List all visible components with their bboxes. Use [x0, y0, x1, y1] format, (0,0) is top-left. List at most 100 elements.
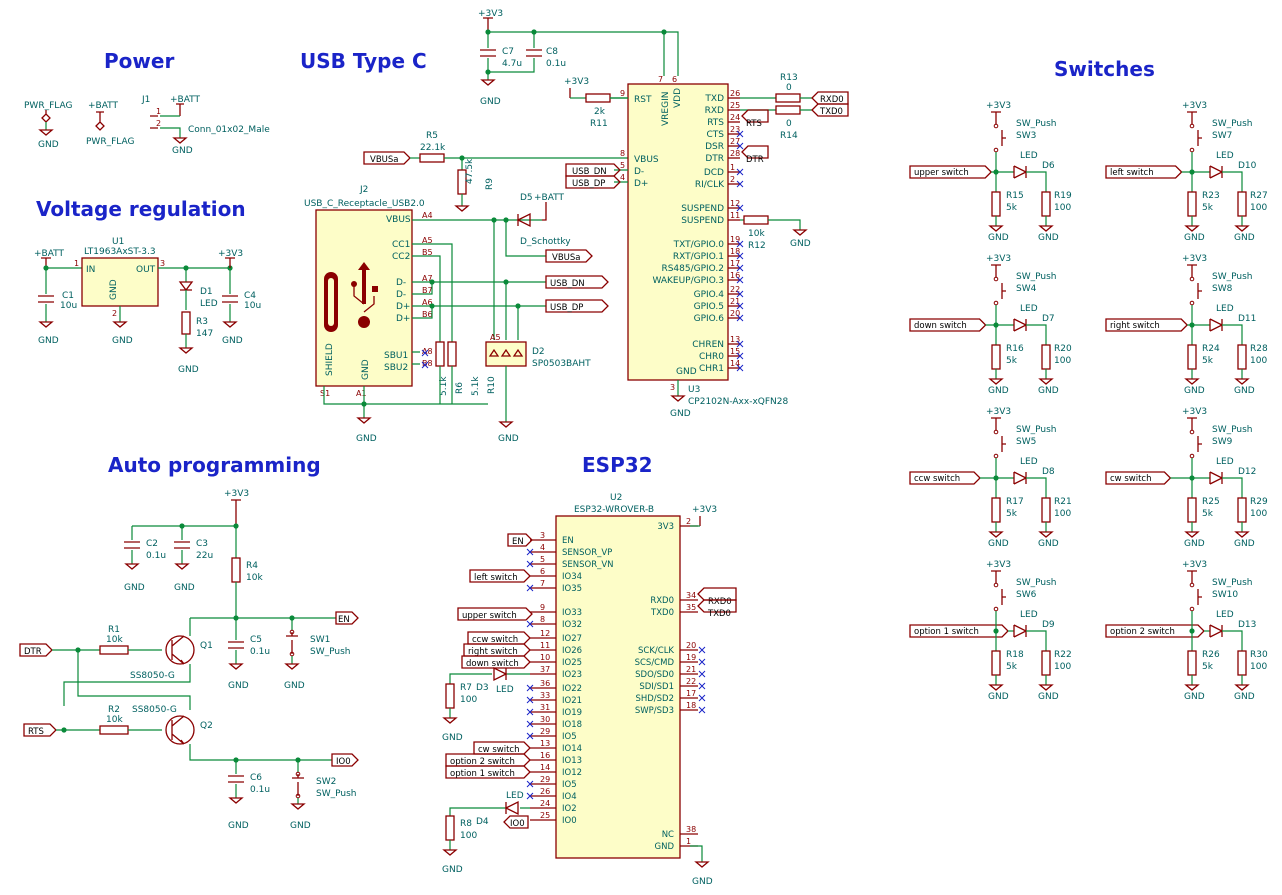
j2-pin-sbu1: SBU1 — [384, 351, 408, 361]
esp32-left-switch-label: left switch — [474, 573, 518, 583]
u1-pin-out: OUT — [136, 265, 156, 275]
u3-pin-19: CHR1 — [699, 364, 724, 374]
vbusa-label: VBUSa — [370, 155, 398, 165]
esp32-rxd0-flag — [697, 587, 737, 601]
autoprog-3v3-label: +3V3 — [224, 489, 249, 499]
dtr-label: DTR — [746, 155, 764, 165]
u3-pin-16: GPIO.6 — [694, 314, 725, 324]
r2-resistor — [99, 725, 129, 735]
switch-pulldown-ref: R18 — [1006, 650, 1024, 660]
c3-gnd-label: GND — [174, 583, 195, 593]
switch-value: SW_Push — [1212, 425, 1252, 435]
u3-usb-dn-flag — [565, 163, 621, 177]
u3-pin-num-8: 12 — [730, 199, 740, 208]
power-section: PWR_FLAG GND +BATT PWR_FLAG J1 +BATT GND… — [24, 95, 270, 156]
j1-gnd-label: GND — [172, 146, 193, 156]
c1-ref: C1 — [62, 291, 74, 301]
u1-pin-num-2: 2 — [112, 309, 117, 318]
c3-value: 22u — [196, 551, 213, 561]
j2-value: USB_C_Receptacle_USB2.0 — [304, 199, 425, 209]
switch-led-resistor — [1041, 344, 1051, 370]
j2-num-b8: B8 — [422, 359, 433, 368]
txd0-flag — [811, 103, 849, 117]
esp32-pin-num-0: 3 — [540, 531, 545, 540]
switch-led-res-ref: R28 — [1250, 344, 1268, 354]
u1-pin-gnd: GND — [109, 279, 119, 300]
switch-cell-sw10: option 2 switch+3V3SW_PushSW10LEDD13R265… — [1105, 560, 1268, 702]
u1-pin-num-1: 1 — [74, 259, 79, 268]
dtr-flag — [741, 145, 769, 159]
u3-pin-18: CHR0 — [699, 352, 724, 362]
esp32-pin-num-18: 14 — [540, 763, 550, 772]
vreg-3v3-label: +3V3 — [218, 249, 243, 259]
switch-gnd-label: GND — [1184, 233, 1205, 243]
d5-batt-label: +BATT — [534, 193, 565, 203]
c7-ref: C7 — [502, 47, 514, 57]
d2-pin-label: A5 — [490, 333, 501, 342]
vbusa-flag — [363, 151, 411, 165]
auto-programming-section: +3V3 C2 0.1u C3 22u GND GND R4 10k EN C5… — [19, 489, 359, 831]
esp32-rpin-num-4: 19 — [686, 653, 696, 662]
c2-gnd-label: GND — [124, 583, 145, 593]
switch-led-ref: D7 — [1042, 314, 1055, 324]
switch-label: upper switch — [914, 168, 969, 178]
esp32-pin-15: IO5 — [562, 732, 577, 742]
switch-3v3-label: +3V3 — [1182, 254, 1207, 264]
esp32-rpin-6: SDI/SD1 — [639, 682, 674, 692]
switch-gnd-label: GND — [1184, 539, 1205, 549]
switch-label: ccw switch — [914, 474, 960, 484]
gnd-label: GND — [38, 336, 59, 346]
switch-led-res-value: 100 — [1054, 356, 1071, 366]
vbusa-flag-2 — [545, 249, 593, 263]
switch-led-ref: D9 — [1042, 620, 1055, 630]
switch-pulldown-resistor — [1187, 497, 1197, 523]
pwr-flag-label: PWR_FLAG — [24, 101, 72, 111]
r7-resistor — [445, 683, 455, 709]
j2-pin-dp2: D+ — [396, 314, 410, 324]
switch-ref: SW9 — [1212, 437, 1233, 447]
esp32-cw-switch-flag — [473, 741, 531, 755]
switch-pulldown-resistor — [991, 650, 1001, 676]
switch-gnd-label-2: GND — [1234, 233, 1255, 243]
j1-ref: J1 — [141, 95, 150, 105]
switch-led-res-value: 100 — [1250, 356, 1267, 366]
r9-value: 47.5k — [465, 158, 475, 184]
switch-pulldown-ref: R25 — [1202, 497, 1220, 507]
sw2-gnd-label: GND — [290, 821, 311, 831]
switch-led-resistor — [1041, 191, 1051, 217]
esp32-rpin-num-0: 2 — [686, 517, 691, 526]
r2-value: 10k — [106, 715, 123, 725]
u1-pin-num-3: 3 — [160, 259, 165, 268]
esp32-pin-3: IO34 — [562, 572, 582, 582]
u3-usb-dp-label: USB_DP — [572, 179, 605, 189]
r13-value: 0 — [786, 83, 792, 93]
j2-pin-dm2: D- — [396, 290, 406, 300]
r1-resistor — [99, 645, 129, 655]
d1-value: LED — [200, 299, 218, 309]
j2-num-a4: A4 — [422, 211, 433, 220]
j2-num-b5: B5 — [422, 248, 433, 257]
esp32-pin-num-21: 24 — [540, 799, 550, 808]
esp32-pin-17: IO13 — [562, 756, 582, 766]
esp32-option2-label: option 2 switch — [450, 757, 515, 767]
j2-pin-cc2: CC2 — [392, 252, 410, 262]
esp32-rpin-num-3: 20 — [686, 641, 696, 650]
d5-ref: D5 — [520, 193, 533, 203]
r4-value: 10k — [246, 573, 263, 583]
switch-pulldown-resistor — [1187, 344, 1197, 370]
switch-pulldown-ref: R15 — [1006, 191, 1024, 201]
esp32-pin-4: IO35 — [562, 584, 582, 594]
pwr-flag-label-2: PWR_FLAG — [86, 137, 134, 147]
switch-label-flag — [909, 471, 981, 485]
u3-pin-9: SUSPEND — [681, 216, 724, 226]
esp32-pin-num-1: 4 — [540, 543, 545, 552]
j2-num-a5: A5 — [422, 236, 433, 245]
esp32-rpin-4: SCS/CMD — [635, 658, 675, 668]
u2-value: ESP32-WROVER-B — [574, 505, 654, 515]
switch-cell-sw3: upper switch+3V3SW_PushSW3LEDD6R155kR191… — [909, 101, 1072, 243]
switch-value: SW_Push — [1016, 425, 1056, 435]
title-auto-programming: Auto programming — [108, 453, 321, 477]
esp32-io0-flag — [503, 815, 529, 829]
switch-led-value: LED — [1216, 457, 1234, 467]
u3-pin-num-19: 14 — [730, 359, 740, 368]
